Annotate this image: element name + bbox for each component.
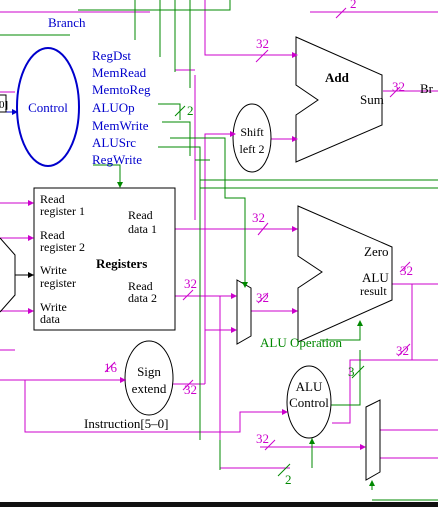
read-data1-l1: Read xyxy=(128,208,153,222)
adder-in-width: 32 xyxy=(256,36,269,51)
signal-memwrite: MemWrite xyxy=(92,118,149,133)
alu-shape xyxy=(297,205,393,343)
read-data2-width: 32 xyxy=(184,276,197,291)
green-ticks xyxy=(174,105,365,477)
read-reg1-l1: Read xyxy=(40,192,65,206)
read-data2-l2: data 2 xyxy=(128,291,157,305)
control-unit xyxy=(16,47,80,167)
alu-control-l1: ALU xyxy=(296,379,323,394)
write-reg-l1: Write xyxy=(40,263,67,277)
read-data1-l2: data 1 xyxy=(128,222,157,236)
write-data-l2: data xyxy=(40,312,61,326)
alu-control-unit xyxy=(286,365,332,439)
write-reg-l2: register xyxy=(40,276,76,290)
mux-out-width: 32 xyxy=(256,290,269,305)
alu-control-l2: Control xyxy=(289,395,329,410)
read-reg2-l2: register 2 xyxy=(40,240,85,254)
left-box-fragment xyxy=(0,94,7,113)
signal-regwrite: RegWrite xyxy=(92,152,142,167)
registers-box xyxy=(33,187,176,331)
sign-extend-l2: extend xyxy=(132,381,167,396)
alusrc-mux xyxy=(236,279,252,345)
alu-control-op-width: 3 xyxy=(348,364,355,379)
control-title: Control xyxy=(28,100,68,115)
adder-sum: Sum xyxy=(360,92,384,107)
signal-aluop: ALUOp xyxy=(92,100,135,115)
magenta-wires xyxy=(0,0,438,469)
memtoreg-mux xyxy=(365,399,381,481)
adder-out-width: 32 xyxy=(392,79,405,94)
write-data-l1: Write xyxy=(40,300,67,314)
adder-title: Add xyxy=(325,70,350,85)
sign-extend-out-width: 32 xyxy=(184,382,197,397)
signal-regdst: RegDst xyxy=(92,48,131,63)
aluop-width-label: 2 xyxy=(187,103,194,118)
top-width-label: 2 xyxy=(350,0,357,11)
read-reg2-l1: Read xyxy=(40,228,65,242)
read-reg1-l2: register 1 xyxy=(40,204,85,218)
alu-control-in-width: 2 xyxy=(285,472,292,487)
left-fragment-label: 0] xyxy=(0,99,8,111)
shift-label-2: left 2 xyxy=(240,142,265,156)
shift-left-unit xyxy=(232,103,272,173)
signal-alusrc: ALUSrc xyxy=(92,135,136,150)
read-data1-width: 32 xyxy=(252,210,265,225)
sign-extend-unit xyxy=(124,340,174,416)
instruction-field-label: Instruction[5–0] xyxy=(84,416,168,431)
funct-width: 32 xyxy=(256,431,269,446)
signal-memtoreg: MemtoReg xyxy=(92,82,151,97)
shift-label-1: Shift xyxy=(240,125,264,139)
alu-result-width: 32 xyxy=(400,263,413,278)
bottom-bar xyxy=(0,502,438,507)
left-mux-fragment xyxy=(0,237,16,313)
read-data2-l1: Read xyxy=(128,279,153,293)
signal-memread: MemRead xyxy=(92,65,147,80)
sign-extend-l1: Sign xyxy=(137,364,161,379)
alu-result-l2: result xyxy=(360,284,387,298)
registers-title: Registers xyxy=(96,256,147,271)
branch-label: Branch xyxy=(48,15,86,30)
adder-out-label: Br xyxy=(420,81,434,96)
sign-extend-in-width: 16 xyxy=(104,360,118,375)
alu-operation-label: ALU Operation xyxy=(260,335,342,350)
right-mid-width: 32 xyxy=(396,343,409,358)
alu-zero: Zero xyxy=(364,244,389,259)
alu-result-l1: ALU xyxy=(362,270,389,285)
arrowheads xyxy=(12,52,375,486)
